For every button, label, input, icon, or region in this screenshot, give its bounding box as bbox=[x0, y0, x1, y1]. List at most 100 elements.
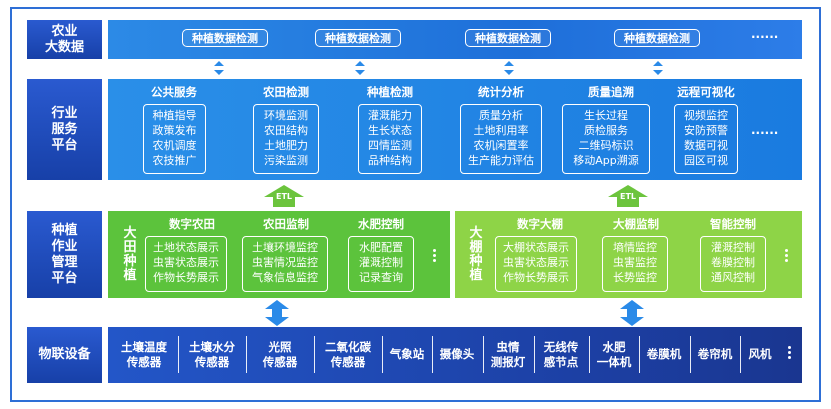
up-arrow-icon bbox=[264, 185, 304, 207]
greenhouse-planting-tag: 大 棚 种 植 bbox=[469, 226, 483, 283]
iot-separator bbox=[246, 336, 247, 373]
list-item: 作物长势展示 bbox=[503, 271, 569, 284]
iot-device: 虫情 测报灯 bbox=[490, 339, 526, 369]
list-item: 土地利用率 bbox=[473, 124, 529, 137]
list-item: 农田结构 bbox=[264, 124, 308, 137]
up-arrow-icon bbox=[608, 185, 648, 207]
list-item: 种植指导 bbox=[152, 109, 197, 122]
field-col-box: 土壤环境监控 虫害情况监控 气象信息监控 bbox=[242, 236, 328, 292]
iot-separator bbox=[589, 336, 590, 373]
double-arrow-icon bbox=[214, 61, 224, 75]
iot-separator bbox=[740, 336, 741, 373]
iot-device: 气象站 bbox=[389, 347, 425, 361]
list-item: 记录查询 bbox=[359, 271, 403, 284]
bigdata-pill-4: 种植数据检测 bbox=[614, 29, 700, 47]
industry-col-box: 生长过程 质检服务 二维码标识 移动App溯源 bbox=[562, 104, 650, 174]
industry-col-title: 统计分析 bbox=[478, 85, 524, 99]
industry-col-box: 质量分析 土地利用率 农机闲置率 生产能力评估 bbox=[460, 104, 542, 174]
list-item: 土壤环境监控 bbox=[252, 241, 318, 254]
label-iot-devices: 物联设备 bbox=[27, 327, 102, 383]
list-item: 农机闲置率 bbox=[473, 139, 529, 152]
list-item: 品种结构 bbox=[368, 154, 412, 167]
greenhouse-col-title: 大棚监制 bbox=[613, 217, 659, 231]
iot-separator bbox=[382, 336, 383, 373]
iot-device: 水肥 一体机 bbox=[596, 339, 632, 369]
iot-device: 摄像头 bbox=[439, 347, 475, 361]
field-planting-tag: 大 田 种 植 bbox=[123, 226, 137, 283]
industry-col-title: 农田检测 bbox=[263, 85, 309, 99]
iot-device: 卷帘机 bbox=[697, 347, 733, 361]
iot-device: 无线传 感节点 bbox=[543, 339, 579, 369]
list-item: 作物长势展示 bbox=[153, 271, 219, 284]
list-item: 四情监测 bbox=[368, 139, 412, 152]
field-col-title: 水肥控制 bbox=[358, 217, 404, 231]
list-item: 数据可视 bbox=[684, 139, 728, 152]
list-item: 移动App溯源 bbox=[573, 154, 639, 167]
iot-separator bbox=[432, 336, 433, 373]
field-planting-band: 大 田 种 植 数字农田 土地状态展示 虫害状态展示 作物长势展示 农田监制 土… bbox=[108, 211, 450, 298]
greenhouse-col-box: 大棚状态展示 虫害状态展示 作物长势展示 bbox=[495, 236, 577, 292]
list-item: 园区可视 bbox=[684, 154, 728, 167]
list-item: 二维码标识 bbox=[578, 139, 634, 152]
list-item: 质量分析 bbox=[479, 109, 523, 122]
bigdata-pill-3: 种植数据检测 bbox=[465, 29, 551, 47]
iot-devices-band: 土壤温度 传感器 土壤水分 传感器 光照 传感器 二氧化碳 传感器 气象站 摄像… bbox=[108, 327, 802, 383]
list-item: 生长状态 bbox=[368, 124, 412, 137]
label-industry-platform-text: 行业 服务 平台 bbox=[51, 105, 78, 153]
greenhouse-planting-band: 大 棚 种 植 数字大棚 大棚状态展示 虫害状态展示 作物长势展示 大棚监制 墒… bbox=[455, 211, 802, 298]
industry-col-title: 远程可视化 bbox=[677, 85, 735, 99]
list-item: 土地状态展示 bbox=[153, 241, 219, 254]
industry-col-box: 环境监测 农田结构 土地肥力 污染监测 bbox=[253, 104, 319, 174]
greenhouse-col-box: 灌溉控制 卷膜控制 通风控制 bbox=[700, 236, 766, 292]
list-item: 政策发布 bbox=[152, 124, 197, 137]
bigdata-pill-1: 种植数据检测 bbox=[182, 29, 268, 47]
list-item: 卷膜控制 bbox=[711, 256, 755, 269]
list-item: 生长过程 bbox=[584, 109, 628, 122]
label-management-platform: 种植 作业 管理 平台 bbox=[27, 211, 102, 298]
iot-device: 土壤温度 传感器 bbox=[121, 339, 167, 369]
iot-separator bbox=[483, 336, 484, 373]
big-data-band: 种植数据检测 种植数据检测 种植数据检测 种植数据检测 ······ bbox=[108, 20, 802, 59]
field-col-title: 数字农田 bbox=[169, 217, 215, 231]
industry-col-box: 视频监控 安防预警 数据可视 园区可视 bbox=[674, 104, 738, 174]
list-item: 视频监控 bbox=[684, 109, 728, 122]
list-item: 虫害情况监控 bbox=[252, 256, 318, 269]
list-item: 大棚状态展示 bbox=[503, 241, 569, 254]
iot-device: 风机 bbox=[748, 347, 772, 361]
double-arrow-icon bbox=[620, 300, 644, 326]
label-management-platform-text: 种植 作业 管理 平台 bbox=[51, 222, 78, 286]
list-item: 墒情监控 bbox=[613, 241, 657, 254]
industry-col-title: 种植检测 bbox=[367, 85, 413, 99]
field-col-box: 水肥配置 灌溉控制 记录查询 bbox=[348, 236, 414, 292]
double-arrow-icon bbox=[355, 61, 365, 75]
list-item: 质检服务 bbox=[584, 124, 628, 137]
list-item: 通风控制 bbox=[711, 271, 755, 284]
more-vertical-icon bbox=[433, 249, 436, 264]
greenhouse-col-title: 数字大棚 bbox=[517, 217, 563, 231]
label-iot-devices-text: 物联设备 bbox=[38, 347, 91, 362]
iot-separator bbox=[639, 336, 640, 373]
list-item: 污染监测 bbox=[264, 154, 308, 167]
list-item: 生产能力评估 bbox=[468, 154, 534, 167]
bigdata-more: ······ bbox=[751, 30, 779, 44]
double-arrow-icon bbox=[504, 61, 514, 75]
label-big-data: 农业 大数据 bbox=[27, 20, 102, 59]
iot-device: 土壤水分 传感器 bbox=[189, 339, 235, 369]
industry-platform-band: 公共服务 种植指导 政策发布 农机调度 农技推广 农田检测 环境监测 农田结构 … bbox=[108, 79, 802, 180]
industry-col-box: 种植指导 政策发布 农机调度 农技推广 bbox=[143, 104, 206, 174]
more-vertical-icon bbox=[788, 346, 791, 361]
iot-device: 卷膜机 bbox=[646, 347, 682, 361]
iot-separator bbox=[534, 336, 535, 373]
field-col-title: 农田监制 bbox=[263, 217, 309, 231]
iot-device: 二氧化碳 传感器 bbox=[325, 339, 371, 369]
list-item: 水肥配置 bbox=[359, 241, 403, 254]
bigdata-pill-2: 种植数据检测 bbox=[315, 29, 401, 47]
field-col-box: 土地状态展示 虫害状态展示 作物长势展示 bbox=[145, 236, 227, 292]
greenhouse-col-box: 墒情监控 虫害监控 长势监控 bbox=[602, 236, 668, 292]
list-item: 灌溉能力 bbox=[368, 109, 412, 122]
list-item: 气象信息监控 bbox=[252, 271, 318, 284]
list-item: 虫害状态展示 bbox=[503, 256, 569, 269]
list-item: 长势监控 bbox=[613, 271, 657, 284]
iot-separator bbox=[690, 336, 691, 373]
iot-separator bbox=[314, 336, 315, 373]
